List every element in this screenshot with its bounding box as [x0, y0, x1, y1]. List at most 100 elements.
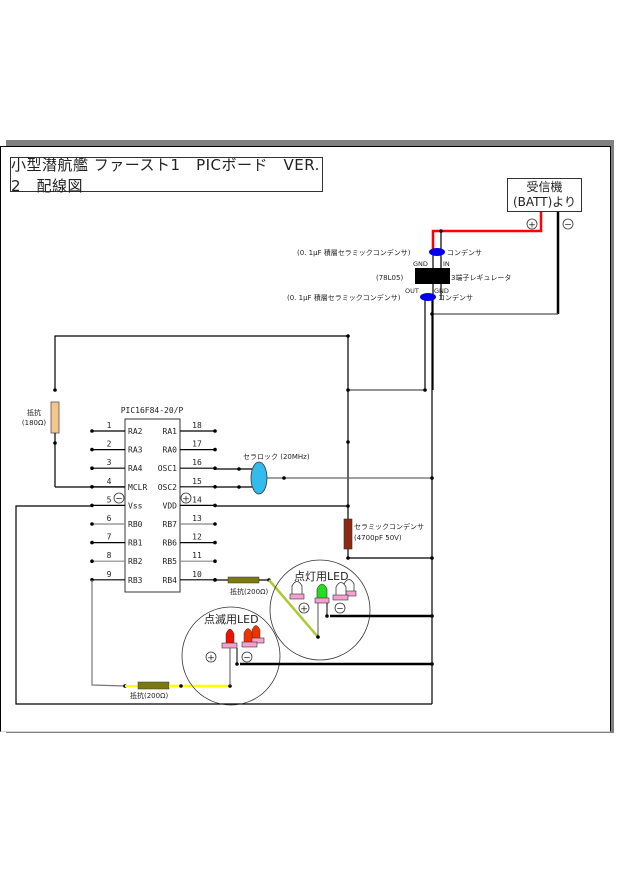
junction-dot: [213, 522, 217, 526]
receiver-box: 受信機 (BATT)より: [507, 178, 582, 212]
red-led-icon: [251, 625, 261, 638]
ceralock-label: セラロック (20MHz): [243, 453, 310, 461]
led-outline-icon: [335, 582, 347, 595]
blink-led-plus-sign: +: [205, 651, 217, 664]
steady-led-plus-sign: +: [298, 602, 310, 615]
pin-name: RB3: [128, 576, 143, 585]
junction-dot: [179, 684, 183, 688]
pin-number: 4: [107, 477, 112, 486]
reg-part: (78L05): [376, 274, 403, 282]
wire-battery-positive: [431, 212, 543, 250]
junction-dot: [213, 429, 217, 433]
blink-led-label: 点滅用LED: [204, 613, 259, 626]
resistor-mclr-icon: [50, 401, 60, 434]
pin-name: MCLR: [128, 483, 147, 492]
pin-name: OSC2: [158, 483, 177, 492]
steady-led-label: 点灯用LED: [294, 570, 349, 583]
wire-rb3: [91, 580, 126, 687]
pin-number: 9: [107, 570, 112, 579]
junction-dot: [346, 388, 350, 392]
pin-name: RB1: [128, 539, 143, 548]
pin-name: RA3: [128, 446, 143, 455]
green-led-icon: [316, 583, 328, 598]
junction-dot: [53, 441, 57, 445]
junction-dot: [430, 556, 434, 560]
pin-number: 12: [192, 533, 202, 542]
pin-name: RA1: [163, 427, 178, 436]
junction-dot: [235, 662, 239, 666]
junction-dot: [430, 476, 434, 480]
svg-text:−: −: [564, 221, 572, 231]
junction-dot: [90, 466, 94, 471]
led-outline-icon: [291, 581, 303, 594]
junction-dot: [346, 504, 350, 508]
led-base-icon: [332, 594, 349, 601]
pin-name: RB0: [128, 520, 143, 529]
svg-text:−: −: [243, 654, 251, 664]
vss-minus-sign: −: [113, 492, 125, 505]
svg-text:−: −: [336, 605, 344, 615]
svg-text:+: +: [182, 495, 190, 505]
diagram-title: 小型潜航艦 ファースト1 PICボード VER. 2 配線図: [10, 156, 323, 195]
junction-dot: [213, 447, 217, 452]
junction-dot: [90, 540, 94, 545]
cap-bottom-suffix: コンデンサ: [438, 293, 473, 302]
resistor-rb3-label: 抵抗(200Ω): [130, 691, 168, 700]
junction-dot: [90, 485, 94, 489]
regulator-78l05-icon: [415, 268, 450, 284]
reg-name: 3端子レギュレータ: [451, 273, 511, 282]
junction-dot: [90, 447, 94, 452]
reg-gnd-bottom: GND: [434, 287, 449, 295]
receiver-label-line2: (BATT)より: [512, 195, 577, 209]
led-base-icon: [314, 597, 330, 604]
pin-number: 18: [192, 421, 202, 430]
reg-in: IN: [443, 260, 450, 268]
junction-dot: [90, 578, 94, 582]
resistor-mclr-label2: (180Ω): [22, 419, 46, 427]
cap-bottom-label: (0. 1μF 積層セラミックコンデンサ): [287, 293, 401, 302]
junction-dot: [90, 522, 94, 526]
resistor-rb4-label: 抵抗(200Ω): [230, 587, 268, 596]
junction-dot: [90, 559, 94, 563]
junction-dot: [346, 440, 350, 444]
led-base-icon: [289, 593, 305, 600]
cap-top-label: (0. 1μF 積層セラミックコンデンサ): [297, 248, 411, 257]
receiver-plus-sign: +: [526, 218, 538, 231]
resistor-rb4-icon: [227, 576, 260, 584]
pic-chip: [124, 418, 181, 593]
pin-name: Vss: [128, 501, 143, 510]
ceralock-icon: [250, 461, 268, 495]
cap-top-suffix: コンデンサ: [447, 248, 482, 257]
steady-led-circle: [269, 559, 371, 661]
wire-rb4-led: [268, 579, 319, 638]
ceramic-cap-label1: セラミックコンデンサ: [354, 522, 424, 531]
junction-dot: [430, 662, 434, 666]
junction-dot: [346, 556, 350, 560]
blink-led-minus-sign: −: [241, 651, 253, 664]
junction-dot: [430, 312, 434, 316]
vdd-plus-sign: +: [180, 492, 192, 505]
capacitor-top-icon: [429, 248, 445, 256]
svg-text:+: +: [300, 605, 308, 615]
pin-name: VDD: [163, 501, 178, 510]
resistor-mclr-label1: 抵抗: [27, 408, 41, 417]
pin-name: RA2: [128, 427, 143, 436]
junction-dot: [423, 388, 427, 392]
diagram-title-text: 小型潜航艦 ファースト1 PICボード VER. 2 配線図: [11, 155, 320, 195]
junction-dot: [346, 334, 350, 338]
pin-name: RA4: [128, 464, 143, 473]
junction-dot: [237, 467, 241, 471]
led-base-icon: [221, 642, 238, 649]
pin-name: RB7: [163, 520, 178, 529]
capacitor-bottom-icon: [420, 293, 436, 301]
pin-name: RA0: [163, 446, 178, 455]
resistor-rb3-icon: [137, 681, 170, 690]
